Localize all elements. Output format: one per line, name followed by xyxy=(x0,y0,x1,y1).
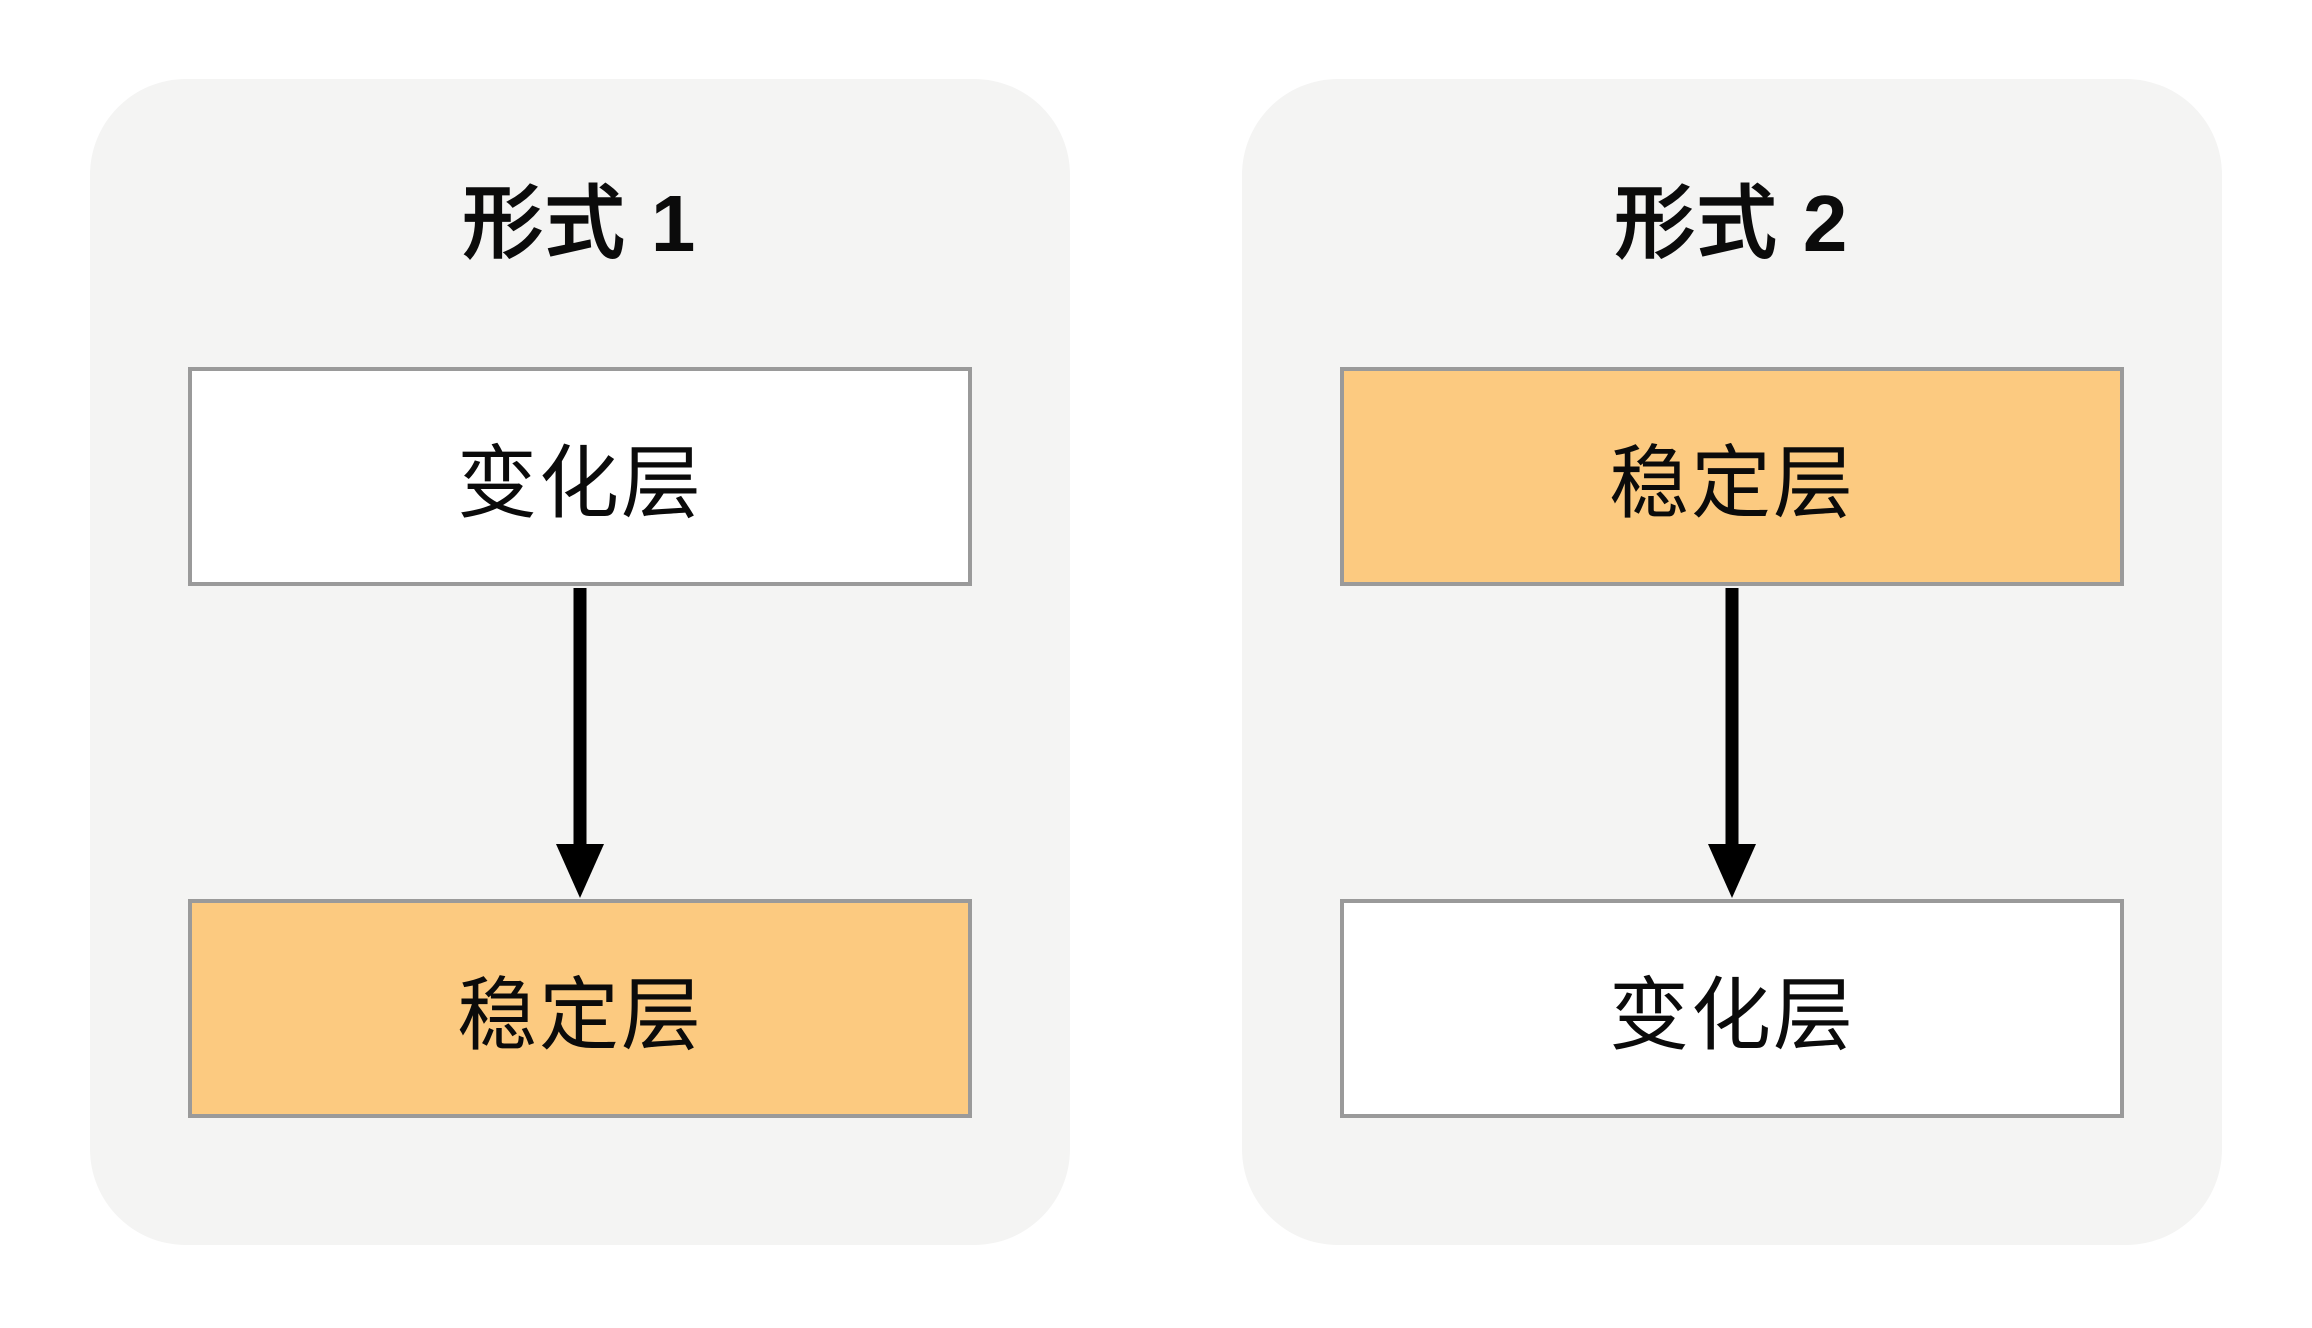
panel-1-top-box: 变化层 xyxy=(188,367,972,586)
panel-form-1: 形式 1 变化层 稳定层 xyxy=(90,79,1070,1245)
panel-2-title: 形式 2 xyxy=(1614,179,1850,268)
panel-1-bottom-box: 稳定层 xyxy=(188,899,972,1118)
panel-2-top-box: 稳定层 xyxy=(1340,367,2124,586)
panel-2-bottom-box: 变化层 xyxy=(1340,899,2124,1118)
panel-1-title: 形式 1 xyxy=(462,179,698,268)
down-arrow xyxy=(556,588,604,898)
panel-form-2: 形式 2 稳定层 变化层 xyxy=(1242,79,2222,1245)
down-arrow xyxy=(1708,588,1756,898)
panel-row: 形式 1 变化层 稳定层 形式 2 稳定层 变化层 xyxy=(0,79,2312,1245)
